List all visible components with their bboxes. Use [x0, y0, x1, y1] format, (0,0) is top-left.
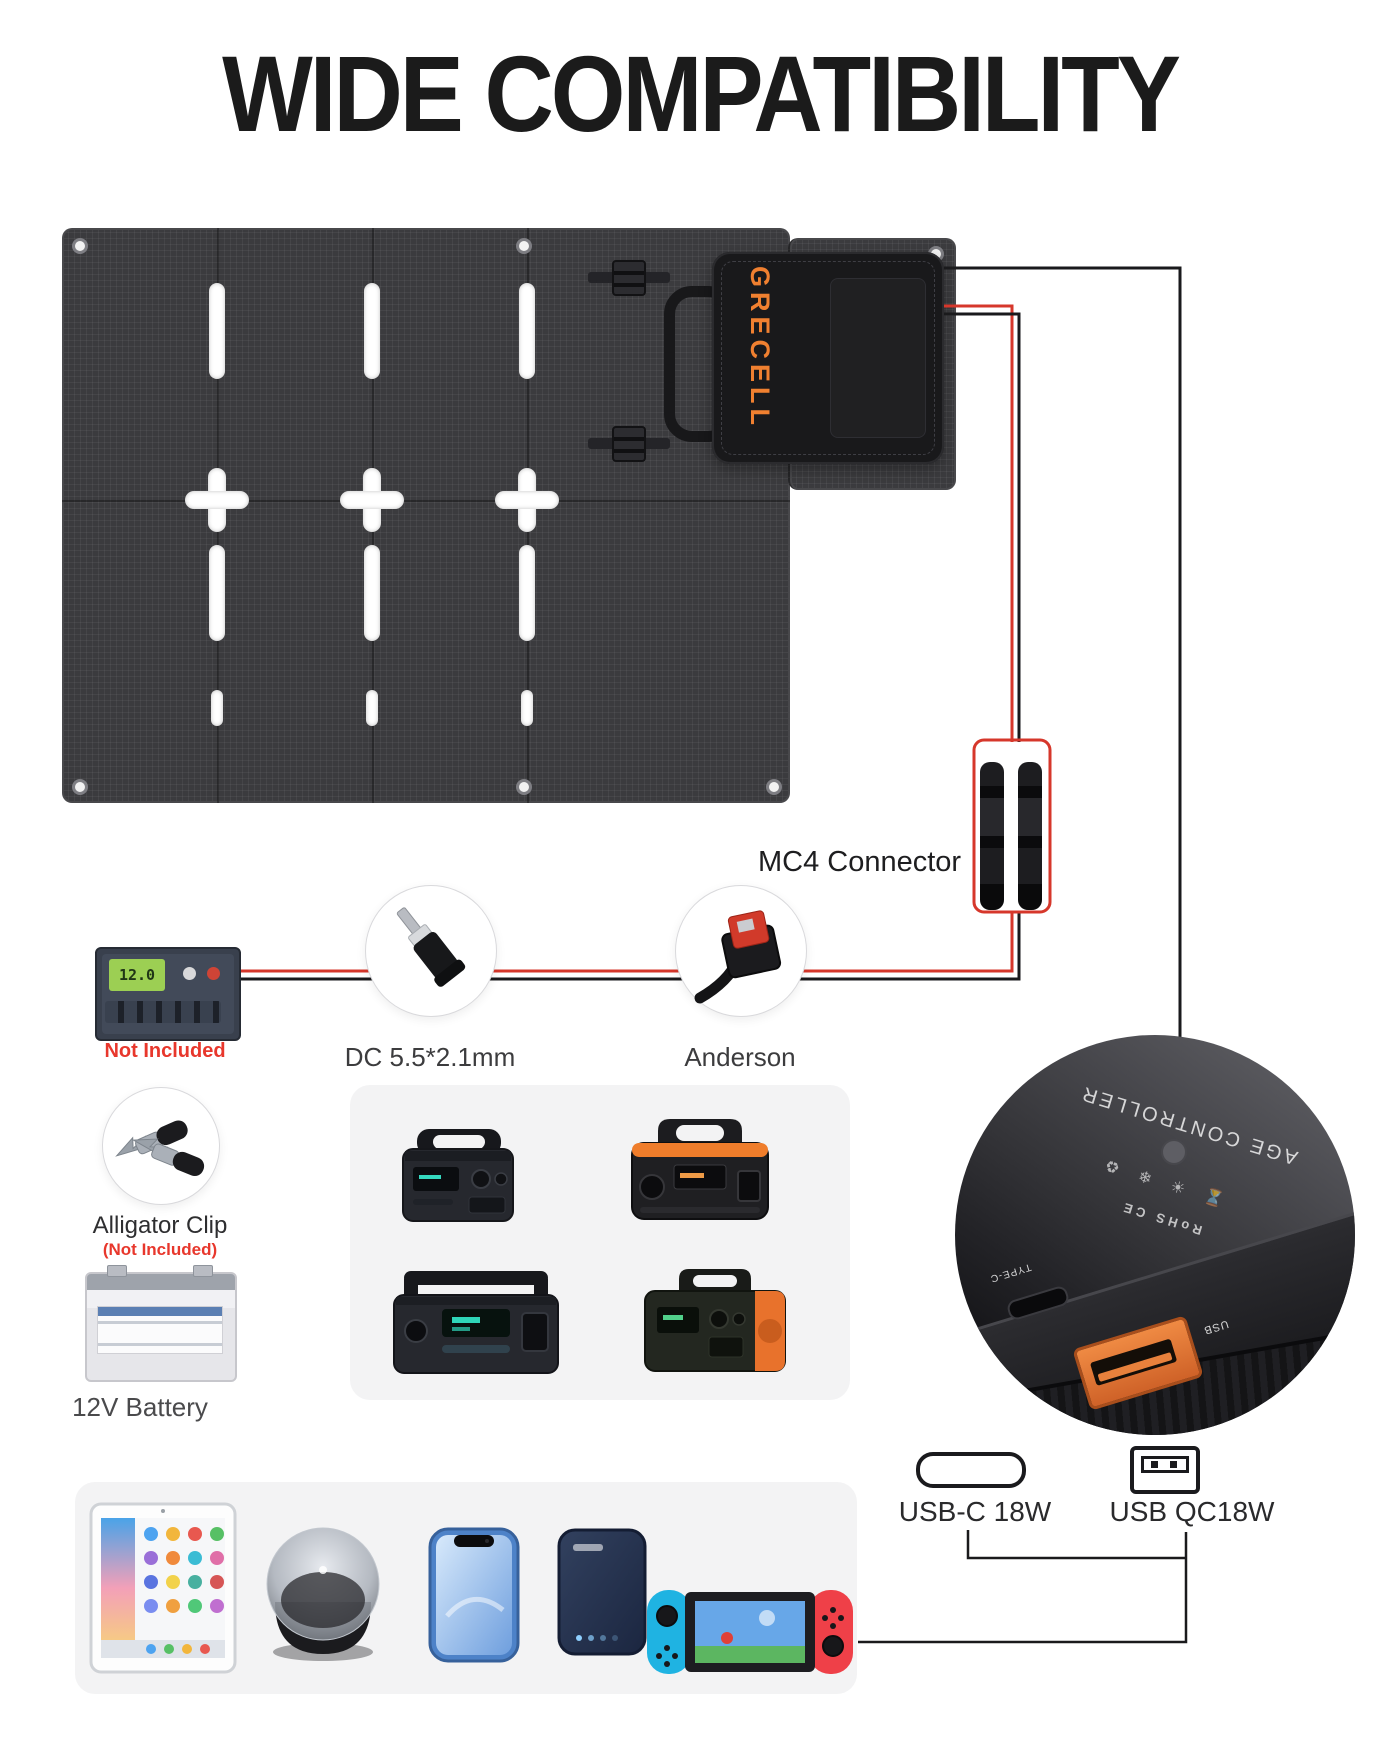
- usb-a-pin: [1170, 1461, 1177, 1468]
- alligator-not-included-note: (Not Included): [102, 1240, 218, 1259]
- usb-c-symbol-icon: [916, 1452, 1026, 1488]
- dc-plug-circle: [365, 885, 497, 1017]
- tablet-icon: [89, 1502, 237, 1674]
- panel-slot: [519, 545, 535, 641]
- panel-slot: [519, 283, 535, 379]
- wire-to-usb-ports: [944, 266, 1182, 1050]
- usb-port-slot: [1089, 1338, 1178, 1387]
- power-station-2-icon: [631, 1119, 769, 1220]
- power-stations-panel: [350, 1085, 850, 1400]
- panel-slot: [366, 690, 378, 726]
- ports-zoom-photo: AGE CONTROLLER ⌛ ☀ ❄ ♻ RoHS CE TYPE-C US…: [955, 1035, 1355, 1435]
- devices-panel: [75, 1482, 857, 1694]
- controller-button-icon: [1161, 1139, 1187, 1165]
- anderson-label: Anderson: [684, 1042, 796, 1072]
- panel-plus-cutout: [185, 491, 249, 509]
- battery-terminal: [193, 1265, 213, 1277]
- panel-slot: [364, 545, 380, 641]
- panel-slot: [211, 690, 223, 726]
- panel-plus-cutout: [340, 491, 404, 509]
- mc4-connector-label: MC4 Connector: [758, 846, 962, 878]
- anderson-connector-icon: [694, 910, 782, 1004]
- controller-terminals: [105, 1001, 221, 1023]
- dc-label: DC 5.5*2.1mm: [344, 1042, 516, 1072]
- alligator-clip-circle: [102, 1087, 220, 1205]
- panel-slot: [364, 283, 380, 379]
- anderson-circle: [675, 885, 807, 1017]
- power-bank-icon: [557, 1528, 647, 1656]
- type-c-print-label: TYPE-C: [988, 1261, 1033, 1284]
- usb-output-lines: [858, 1530, 1188, 1644]
- charge-controller-icon: 12.0: [95, 947, 241, 1041]
- usb-a-caption: USB QC18W: [1109, 1496, 1275, 1527]
- panel-slot: [209, 545, 225, 641]
- dc-plug-icon: [396, 907, 466, 987]
- storage-pouch: GRECELL: [712, 252, 944, 464]
- fold-line: [62, 500, 790, 502]
- grommet-icon: [516, 238, 532, 254]
- alligator-label: Alligator Clip: [92, 1212, 228, 1239]
- power-station-4-icon: [644, 1269, 786, 1372]
- battery-icon: [85, 1265, 237, 1382]
- power-station-1-icon: [402, 1129, 514, 1222]
- bluetooth-speaker-icon: [266, 1527, 380, 1661]
- controller-lcd: 12.0: [109, 959, 165, 991]
- usb-a-symbol-icon: [1130, 1446, 1200, 1494]
- wire-solar-black: [232, 312, 1021, 981]
- controller-button: [207, 967, 220, 980]
- battery-label: 12V Battery: [72, 1392, 208, 1422]
- alligator-clip-icon: [115, 1120, 205, 1177]
- power-station-3-icon: [393, 1271, 559, 1374]
- grommet-icon: [766, 779, 782, 795]
- battery-terminal: [107, 1265, 127, 1277]
- grommet-icon: [516, 779, 532, 795]
- usb-a-pin: [1151, 1461, 1158, 1468]
- buckle-icon: [612, 426, 646, 462]
- usb-c-caption: USB-C 18W: [898, 1496, 1052, 1527]
- controller-not-included-note: Not Included: [104, 1040, 226, 1062]
- battery-sticker: [97, 1306, 223, 1354]
- mc4-connector-icon: [1018, 762, 1042, 910]
- panel-slot: [521, 690, 533, 726]
- pouch-stitching: [721, 261, 935, 455]
- page-title: WIDE COMPATIBILITY: [222, 34, 1181, 155]
- controller-button: [183, 967, 196, 980]
- grommet-icon: [72, 779, 88, 795]
- panel-slot: [209, 283, 225, 379]
- panel-plus-cutout: [495, 491, 559, 509]
- brand-logo: GRECELL: [745, 266, 775, 431]
- buckle-icon: [612, 260, 646, 296]
- game-console-icon: [647, 1590, 853, 1674]
- mc4-loop-wire: [972, 738, 1052, 914]
- grommet-icon: [72, 238, 88, 254]
- usb-port-tongue: [1097, 1352, 1173, 1382]
- usb-a-inner: [1141, 1456, 1189, 1473]
- mc4-connector-icon: [980, 762, 1004, 910]
- smartphone-icon: [428, 1527, 520, 1663]
- pouch-pocket: [830, 278, 926, 438]
